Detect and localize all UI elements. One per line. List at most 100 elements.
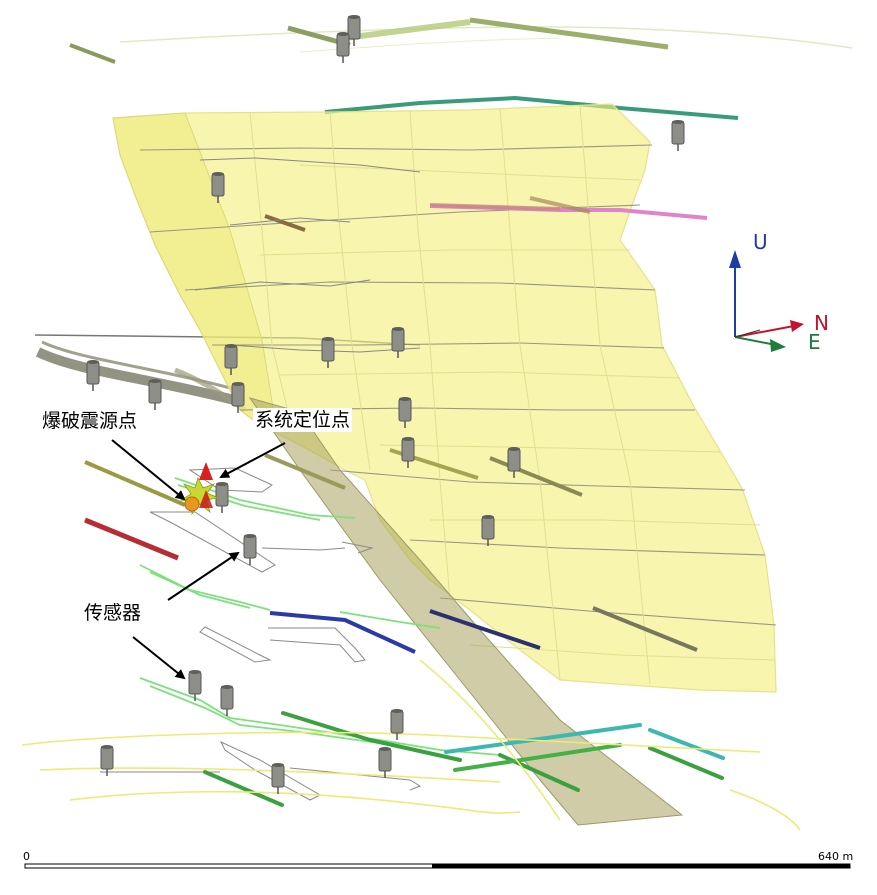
axis-east-line	[734, 336, 777, 346]
axis-east-arrow-icon	[770, 339, 786, 352]
scale-end-label: 640 m	[818, 850, 853, 863]
sensor-body	[86, 361, 100, 385]
tunnel-line	[139, 677, 501, 756]
grid-line	[379, 444, 721, 453]
tunnel-outline	[229, 217, 351, 226]
sensor-top	[244, 534, 256, 538]
sensor-body	[321, 338, 335, 362]
sensor-top	[348, 15, 360, 19]
tunnel-line	[264, 453, 346, 490]
callout-arrow	[219, 442, 286, 478]
sensor-icon	[507, 447, 521, 478]
sensor-top	[101, 745, 113, 749]
grid-line	[329, 111, 371, 471]
sensor-icon	[243, 534, 257, 565]
callout-arrow	[111, 439, 186, 501]
sensor-body	[100, 746, 114, 770]
grid-line	[499, 107, 561, 681]
tunnel-line	[444, 723, 642, 754]
tunnel-line	[344, 19, 471, 41]
sensor-body	[507, 448, 521, 472]
tunnel-line	[429, 609, 541, 650]
bench-line	[409, 539, 766, 556]
sensor-top	[225, 344, 237, 348]
sensor-body	[215, 483, 229, 507]
tunnel-line	[139, 564, 271, 611]
sensor-icon	[390, 709, 404, 740]
callout-arrow	[132, 636, 186, 680]
grid-line	[279, 371, 681, 379]
sensor-top	[189, 670, 201, 674]
sensor-label: 传感器	[82, 601, 144, 625]
axis-north-line	[734, 325, 795, 338]
sensor-top	[216, 482, 228, 486]
axis-up-label: U	[753, 230, 768, 254]
grid-line	[259, 249, 630, 256]
scale-bar: 0 640 m	[23, 850, 853, 869]
sensor-top	[482, 515, 494, 519]
sensor-icon	[231, 382, 245, 413]
sensor-group	[86, 15, 685, 794]
tunnel-line	[429, 203, 561, 211]
sensor-icon	[215, 482, 229, 513]
tunnel-outline	[261, 547, 346, 551]
orebody-grid-lines	[249, 105, 776, 685]
sensor-top	[232, 382, 244, 386]
tunnel-line	[648, 746, 724, 780]
tunnel-line	[149, 571, 251, 609]
axis-north-arrow-icon	[790, 320, 804, 332]
tunnel-band	[41, 340, 246, 394]
bench-line	[184, 281, 656, 291]
sensor-body	[271, 764, 285, 788]
callout-arrow	[167, 551, 240, 601]
sensor-icon	[321, 337, 335, 368]
blast-source-label: 爆破震源点	[40, 409, 140, 433]
sensor-top	[392, 327, 404, 331]
axis-helper-line	[734, 329, 761, 338]
grid-line	[249, 112, 291, 421]
tunnel-line	[529, 196, 591, 214]
sensor-top	[272, 763, 284, 767]
sensor-body	[391, 328, 405, 352]
sensor-icon	[336, 32, 350, 63]
tunnel-outline	[289, 767, 422, 791]
sensor-body	[398, 398, 412, 422]
sensor-icon	[391, 327, 405, 358]
tunnel-outline	[194, 279, 371, 291]
sensor-icon	[100, 745, 114, 776]
lower-contours	[21, 659, 801, 831]
lower-tunnels	[203, 711, 725, 807]
tunnel-line	[469, 17, 669, 50]
contour-line	[729, 789, 801, 831]
sensor-body	[224, 345, 238, 369]
axis-east-label: E	[808, 330, 821, 354]
sensor-icon	[481, 515, 495, 546]
sensor-top	[391, 709, 403, 713]
axis-up-arrow-icon	[729, 250, 741, 268]
sensor-icon	[220, 685, 234, 716]
tunnel-outline	[219, 740, 322, 801]
fault-band	[248, 397, 684, 826]
sensor-top	[508, 447, 520, 451]
tunnel-line	[324, 95, 739, 120]
blast-sphere-icon	[184, 496, 200, 512]
tunnel-line	[149, 685, 401, 747]
tunnel-line	[648, 728, 725, 760]
tunnel-line	[69, 43, 116, 64]
bench-line	[212, 342, 665, 349]
tunnel-outline	[149, 511, 276, 573]
starburst-icon	[179, 476, 220, 516]
surface-contour-line	[119, 26, 853, 49]
sensor-top	[379, 747, 391, 751]
surface-contour-line	[299, 37, 561, 53]
system-location-label: 系统定位点	[253, 408, 353, 432]
scale-bar-filled	[432, 864, 850, 868]
tunnel-line	[489, 456, 583, 497]
tunnel-line	[269, 611, 416, 654]
tunnel-outline	[341, 541, 374, 554]
tunnel-line	[264, 214, 306, 232]
blast-source-marker	[179, 462, 220, 516]
tunnel-line	[592, 606, 698, 652]
sensor-top	[212, 172, 224, 176]
